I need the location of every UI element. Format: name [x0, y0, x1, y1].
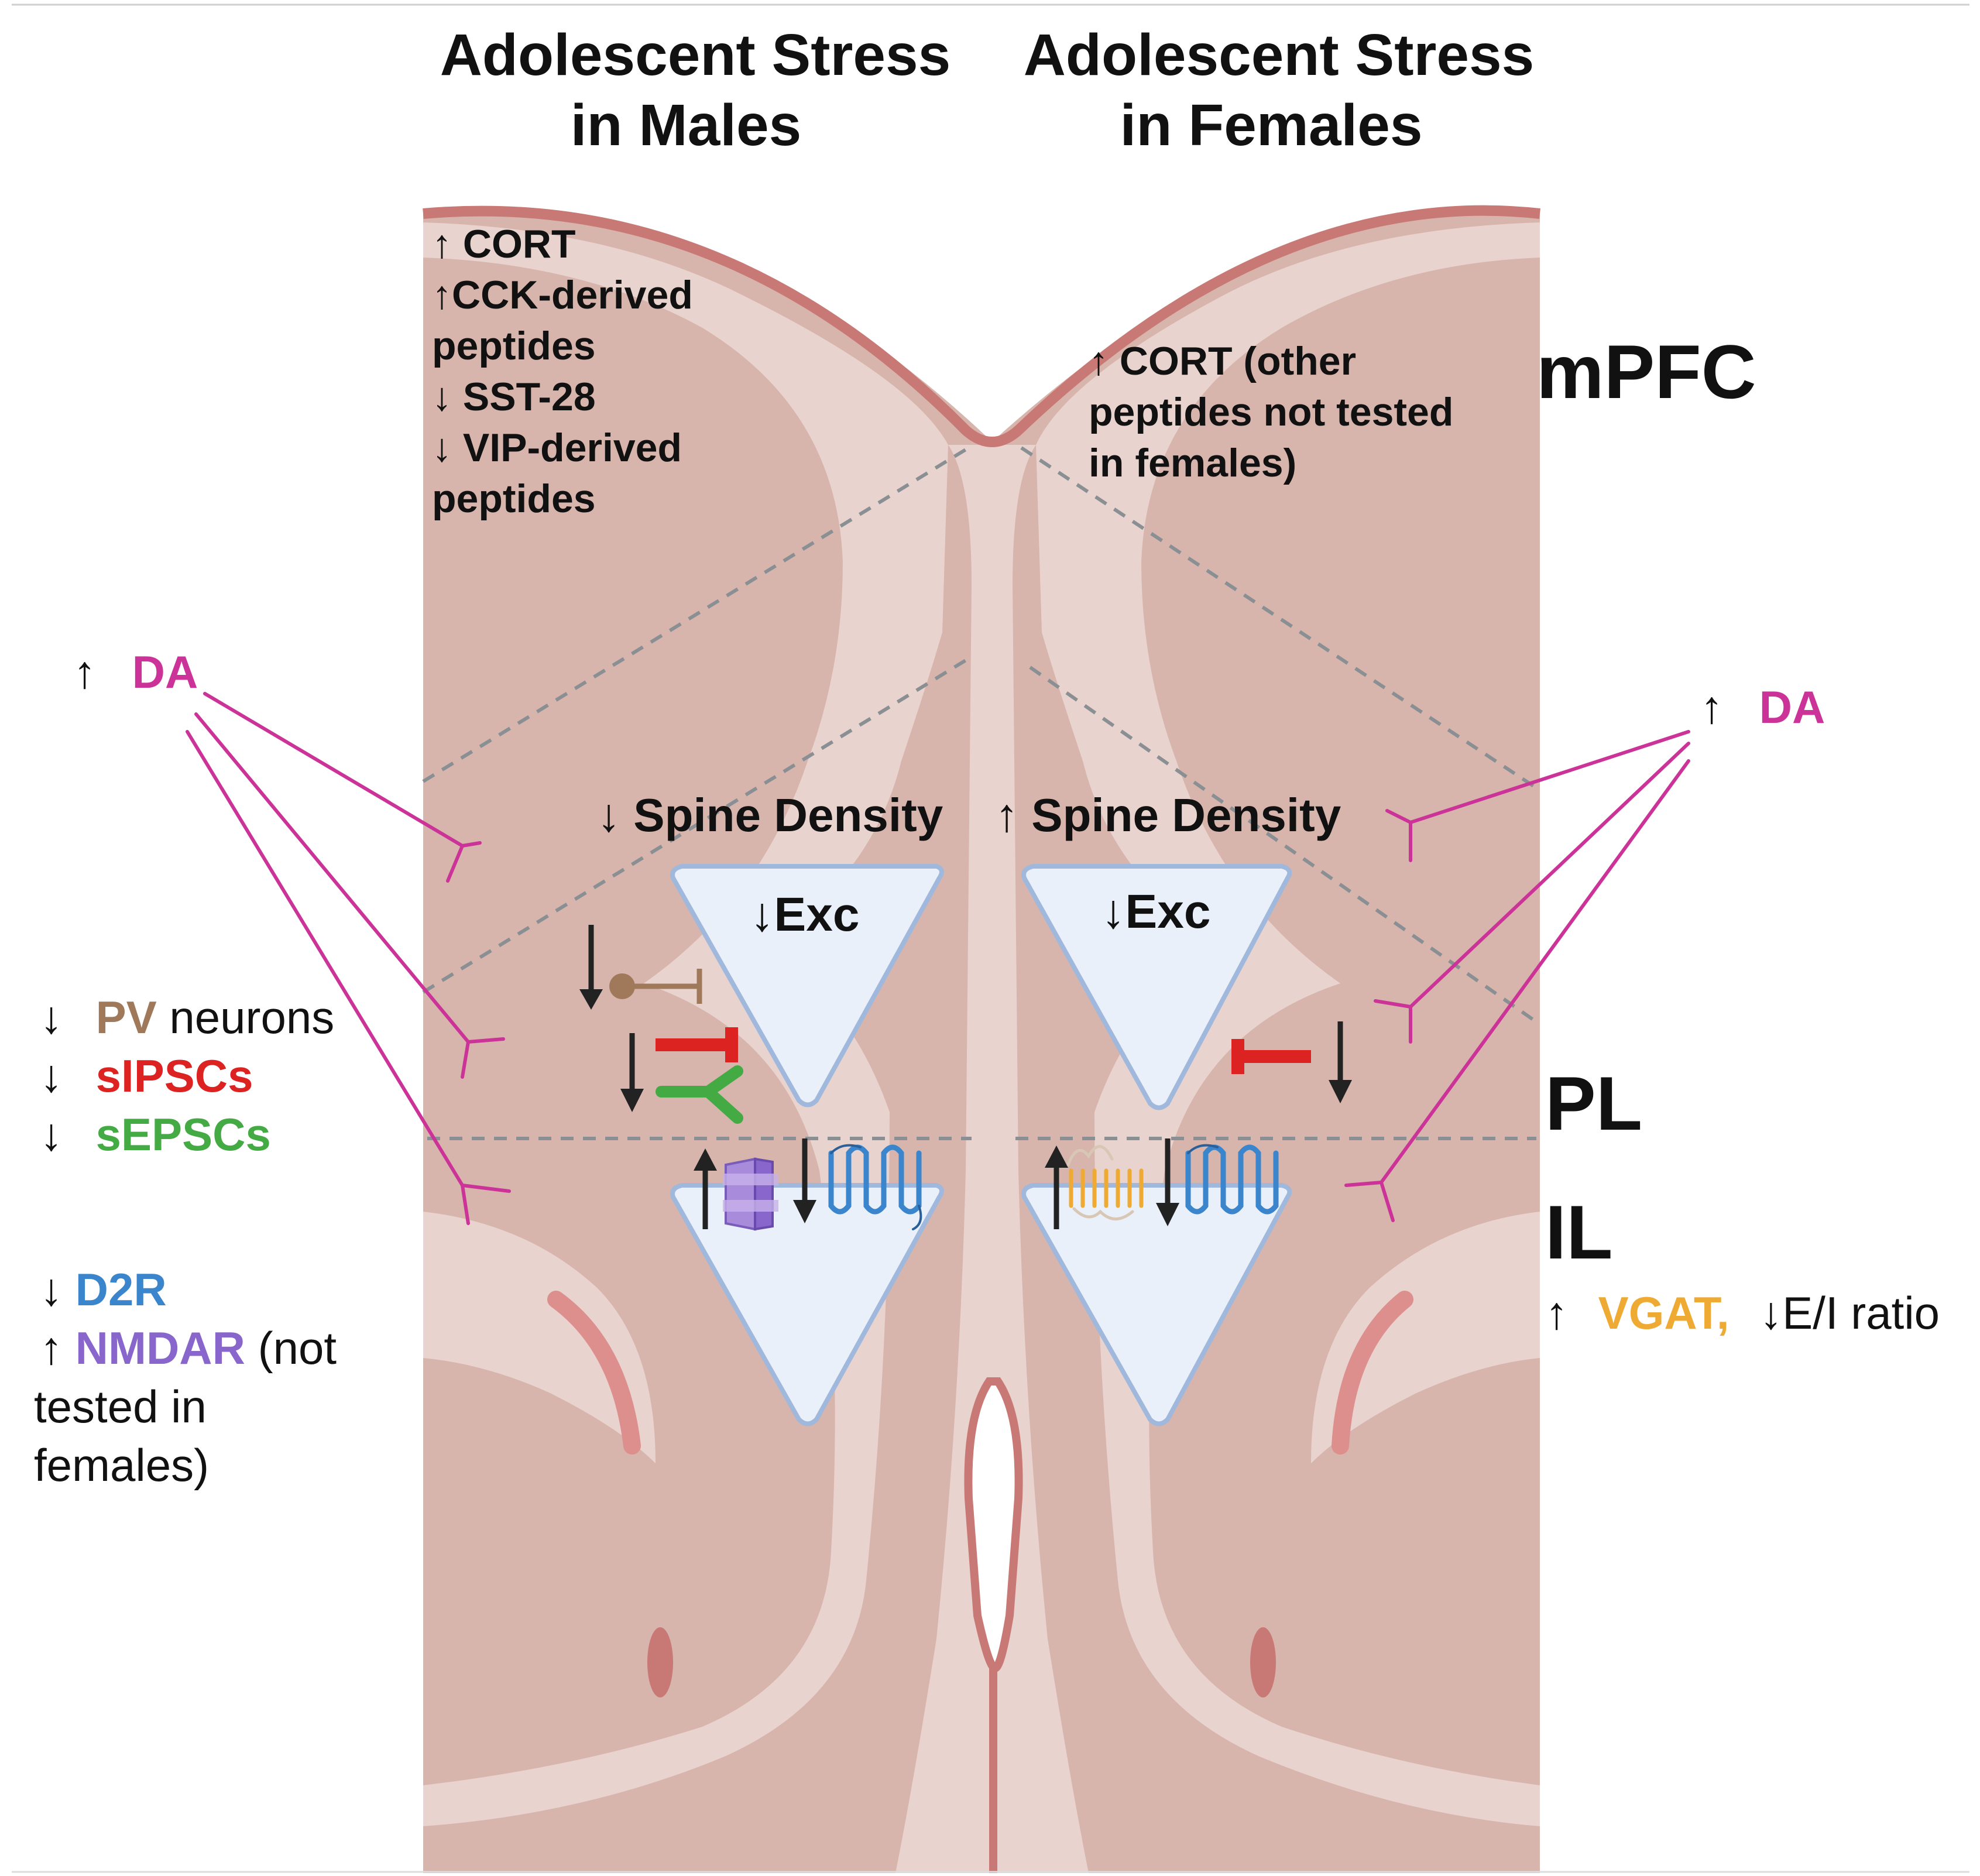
da-projections-right [1344, 730, 1690, 1222]
nmdar-suffix: (not [258, 1322, 337, 1374]
region-label-il: IL [1545, 1189, 1613, 1275]
da-arrow-right: ↑ [1700, 681, 1723, 733]
inhibitory-synapse-icon [656, 1027, 738, 1062]
females-peptide-line3: in females) [1089, 441, 1296, 485]
females-peptide-line2: peptides not tested [1089, 390, 1453, 434]
males-peptide-line2: ↑CCK-derived [432, 273, 693, 317]
neuron-female-il [1021, 1183, 1292, 1426]
da-terminal-left-2 [194, 712, 505, 1079]
da-terminal-right-2 [1374, 742, 1690, 1044]
striatum-arc-right [1332, 1291, 1413, 1455]
down-arrow-female-pl [1329, 1021, 1352, 1103]
neuron-male-pl: ↓Exc [670, 864, 944, 1107]
region-label-pl: PL [1545, 1061, 1642, 1146]
brain-section [423, 205, 1540, 1873]
da-label-left: ↑ DA [73, 646, 198, 698]
sipscs-line: ↓ sIPSCs [40, 1050, 253, 1102]
female-d2r-receptor-icon [1185, 1144, 1279, 1215]
down-arrow-female-d2r [1156, 1138, 1179, 1226]
nmdar-channel-icon [723, 1157, 778, 1231]
nmdar-label: NMDAR [76, 1322, 245, 1374]
females-title-line1: Adolescent Stress [1024, 22, 1535, 88]
oval-left [647, 1627, 673, 1697]
ei-ratio: ↓E/I ratio [1759, 1287, 1940, 1339]
down-arrow-d2r [793, 1138, 816, 1223]
cortex-edge [423, 205, 1540, 447]
sepscs-line: ↓ sEPSCs [40, 1109, 271, 1160]
da-label-right: ↑ DA [1700, 681, 1825, 733]
males-title-line1: Adolescent Stress [440, 22, 951, 88]
pv-label: PV [96, 992, 157, 1043]
d2r-receptor-icon [828, 1144, 922, 1230]
epsc-label: sEPSCs [96, 1109, 271, 1160]
males-peptide-line6: peptides [432, 476, 596, 521]
tested-line1: tested in [34, 1381, 207, 1432]
down-arrow-ipsc-epsc [620, 1033, 644, 1112]
da-arrow-left: ↑ [73, 646, 96, 698]
region-label-mpfc: mPFC [1536, 329, 1756, 414]
spine-density-males: ↓ Spine Density [597, 789, 943, 841]
oval-right [1250, 1627, 1276, 1697]
females-peptide-list: ↑ CORT (other peptides not tested in fem… [1089, 339, 1453, 485]
males-peptide-line5: ↓ VIP-derived [432, 426, 682, 470]
da-projections-left [186, 692, 511, 1225]
nmdar-arrow: ↑ [40, 1322, 63, 1374]
dash-mpfc-left [422, 446, 970, 783]
tested-line2: females) [34, 1439, 209, 1491]
females-title-line2: in Females [1120, 92, 1423, 158]
nmdar-line: ↑ NMDAR (not [40, 1322, 337, 1374]
down-arrow-pv [579, 925, 603, 1010]
ipsc-label: sIPSCs [96, 1050, 253, 1102]
d2r-arrow: ↓ [40, 1264, 63, 1315]
pv-neurons-line: ↓ PV neurons [40, 992, 334, 1043]
da-terminal-right-3 [1344, 759, 1690, 1222]
vgat-transporter-icon [1066, 1145, 1144, 1220]
striatum-arc-left [547, 1291, 641, 1455]
lateral-lobe-left [423, 1212, 656, 1463]
males-peptide-line3: peptides [432, 324, 596, 368]
males-peptide-line4: ↓ SST-28 [432, 375, 596, 419]
midline-band [895, 445, 1089, 1873]
neuron-female-pl: ↓Exc [1021, 864, 1292, 1110]
da-text-right: DA [1759, 681, 1825, 733]
males-title-line2: in Males [571, 92, 802, 158]
female-inhibitory-synapse-icon [1231, 1039, 1311, 1074]
spine-density-females: ↑ Spine Density [995, 789, 1341, 841]
pv-arrow: ↓ [40, 992, 63, 1043]
ipsc-arrow: ↓ [40, 1050, 63, 1102]
lateral-lobe-right [1311, 1212, 1540, 1463]
males-peptide-list: ↑ CORT ↑CCK-derived peptides ↓ SST-28 ↓ … [432, 222, 693, 521]
pv-synapse-icon [609, 969, 702, 1004]
females-peptide-line1: ↑ CORT (other [1089, 339, 1356, 383]
vgat-arrow: ↑ [1545, 1287, 1568, 1339]
pv-suffix: neurons [169, 992, 334, 1043]
epsc-arrow: ↓ [40, 1109, 63, 1160]
da-text-left: DA [132, 646, 198, 698]
exc-label-female: ↓Exc [1101, 885, 1211, 938]
vgat-line: ↑ VGAT, ↓E/I ratio [1545, 1287, 1940, 1339]
vgat-label: VGAT, [1598, 1287, 1730, 1339]
neuron-male-il [670, 1183, 944, 1426]
dash-mpfc-right [1020, 446, 1541, 792]
males-peptide-line1: ↑ CORT [432, 222, 576, 266]
d2r-line: ↓ D2R [40, 1264, 167, 1315]
da-terminal-right-1 [1385, 730, 1690, 862]
dash-pl-left [422, 657, 970, 994]
up-arrow-nmdar [694, 1148, 717, 1229]
da-terminal-left-1 [203, 692, 482, 883]
d2r-label: D2R [76, 1264, 167, 1315]
excitatory-synapse-icon [656, 1065, 743, 1124]
up-arrow-vgat [1045, 1146, 1068, 1229]
left-findings: ↓ PV neurons ↓ sIPSCs ↓ sEPSCs ↓ D2R ↑ N… [34, 992, 337, 1491]
exc-label-male: ↓Exc [750, 888, 860, 941]
ventricle [964, 1377, 1023, 1673]
da-terminal-left-3 [186, 730, 511, 1225]
